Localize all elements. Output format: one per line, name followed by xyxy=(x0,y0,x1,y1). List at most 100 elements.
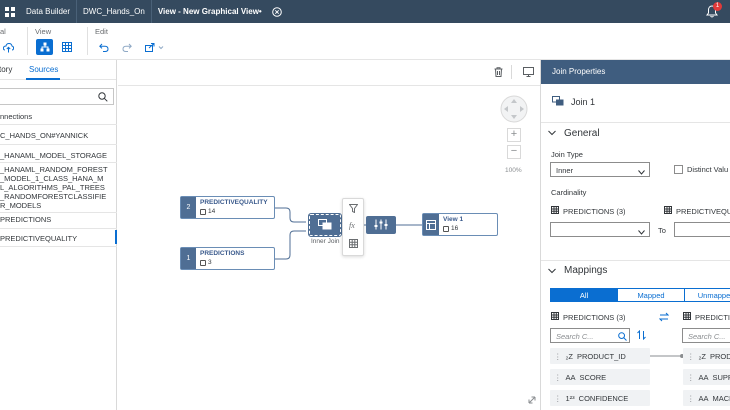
menu-icon[interactable] xyxy=(0,0,20,23)
close-icon[interactable] xyxy=(268,0,286,23)
collapse-mappings-icon[interactable] xyxy=(548,267,556,276)
collapse-general-icon[interactable] xyxy=(548,129,556,138)
tree-table-random-forest-4: _RANDOMFORESTCLASSIFIE xyxy=(0,192,107,201)
tab-sources[interactable]: Sources xyxy=(29,65,59,74)
cardinality-left-select[interactable] xyxy=(550,222,650,237)
breadcrumb-view[interactable]: View - New Graphical View• xyxy=(157,7,262,16)
column-name: MACH xyxy=(712,393,730,403)
right-column-item[interactable]: ⋮AAMACH xyxy=(683,390,730,406)
join-type-select[interactable]: Inner xyxy=(550,162,650,177)
search-icon xyxy=(618,332,627,343)
table-icon xyxy=(551,206,559,216)
drag-handle-icon[interactable]: ⋮ xyxy=(554,393,562,403)
mapping-line[interactable] xyxy=(650,350,686,362)
column-type-icon: ₂Z xyxy=(698,351,707,361)
toolbar-group-view: View xyxy=(35,27,52,36)
zoom-in-button[interactable]: + xyxy=(507,128,521,142)
projection-node[interactable] xyxy=(366,216,396,234)
node-title: PREDICTIONS xyxy=(200,250,245,257)
tab-repository[interactable]: tory xyxy=(0,65,13,74)
cardinality-right-select[interactable] xyxy=(674,222,730,237)
table-icon xyxy=(664,206,672,216)
swap-icon[interactable] xyxy=(658,312,670,324)
pan-control-icon[interactable] xyxy=(500,95,528,125)
node-connectors xyxy=(274,207,422,260)
left-column-search[interactable]: Search C... xyxy=(550,328,630,343)
column-type-icon: ₂Z xyxy=(565,351,574,361)
join-icon xyxy=(552,96,564,108)
breadcrumb-space[interactable]: DWC_Hands_On xyxy=(83,7,145,16)
node-predictivequality[interactable]: 2 PREDICTIVEQUALITY 14 xyxy=(180,196,275,219)
deploy-icon[interactable] xyxy=(0,40,17,56)
share-icon[interactable] xyxy=(143,39,167,55)
right-column-search[interactable]: Search C... xyxy=(682,328,730,343)
drag-handle-icon[interactable]: ⋮ xyxy=(687,372,695,382)
source-search-input[interactable] xyxy=(0,88,114,105)
zoom-out-button[interactable]: − xyxy=(507,145,521,159)
segment-unmapped[interactable]: Unmappe xyxy=(684,288,730,302)
calculated-column-icon[interactable]: fx xyxy=(349,221,355,230)
column-type-icon: AA xyxy=(698,393,709,403)
node-output-view[interactable]: View 1 16 xyxy=(422,213,498,236)
delete-icon[interactable] xyxy=(494,67,503,79)
tree-schema[interactable]: C_HANDS_ON#YANNICK xyxy=(0,131,89,140)
canvas-toolbar xyxy=(118,60,540,86)
node-row-count: 16 xyxy=(451,225,459,232)
column-name: SUPPL xyxy=(712,372,730,382)
join-label: Inner Join xyxy=(311,238,340,245)
node-row-count: 3 xyxy=(208,259,212,266)
filter-icon[interactable] xyxy=(348,204,359,215)
table-icon xyxy=(200,259,206,266)
column-name: SCORE xyxy=(579,372,607,382)
node-context-pad: fx xyxy=(342,198,364,256)
right-column-item[interactable]: ⋮AASUPPL xyxy=(683,369,730,385)
tree-table-predictions[interactable]: PREDICTIONS xyxy=(0,215,52,224)
distinct-values-checkbox[interactable] xyxy=(674,165,683,174)
node-index: 2 xyxy=(181,197,196,218)
mapping-left-table: PREDICTIONS (3) xyxy=(563,313,626,322)
toolbar: al View Edit xyxy=(0,23,730,60)
node-predictions[interactable]: 1 PREDICTIONS 3 xyxy=(180,247,275,270)
segment-mapped[interactable]: Mapped xyxy=(617,288,685,302)
drag-handle-icon[interactable]: ⋮ xyxy=(554,372,562,382)
tree-connections[interactable]: nnections xyxy=(0,112,33,121)
tree-table-model-storage[interactable]: _HANAML_MODEL_STORAGE xyxy=(0,151,107,160)
drag-handle-icon[interactable]: ⋮ xyxy=(687,393,695,403)
resize-icon[interactable] xyxy=(528,396,536,406)
redo-icon[interactable] xyxy=(118,39,135,55)
join-node[interactable] xyxy=(308,213,342,237)
table-icon xyxy=(551,312,559,322)
column-name: CONFIDENCE xyxy=(578,393,629,403)
table-view-icon[interactable] xyxy=(58,39,75,55)
drag-handle-icon[interactable]: ⋮ xyxy=(554,351,562,361)
table-icon xyxy=(443,225,449,232)
breadcrumb-data-builder[interactable]: Data Builder xyxy=(26,7,71,16)
tree-table-predictivequality[interactable]: PREDICTIVEQUALITY xyxy=(0,234,78,243)
sort-icon[interactable] xyxy=(637,329,646,342)
segment-all[interactable]: All xyxy=(550,288,618,302)
toolbar-group-general: al xyxy=(0,27,6,36)
table-icon xyxy=(200,208,206,215)
cardinality-left-source: PREDICTIONS (3) xyxy=(563,207,626,216)
column-type-icon: 1²³ xyxy=(565,393,575,403)
join-type-label: Join Type xyxy=(551,150,583,159)
preview-icon[interactable] xyxy=(523,67,534,79)
column-type-icon: AA xyxy=(565,372,576,382)
undo-icon[interactable] xyxy=(95,39,112,55)
join-icon xyxy=(318,218,332,232)
chevron-down-icon xyxy=(638,168,645,177)
drag-handle-icon[interactable]: ⋮ xyxy=(687,351,695,361)
search-icon[interactable] xyxy=(98,92,108,104)
section-mappings-title: Mappings xyxy=(564,265,608,276)
diagram-view-icon[interactable] xyxy=(36,39,53,55)
mapping-right-table: PREDICTI xyxy=(695,313,730,322)
panel-title: Join Properties xyxy=(541,60,730,84)
tree-table-random-forest-1[interactable]: _HANAML_RANDOM_FOREST xyxy=(0,165,108,174)
columns-icon[interactable] xyxy=(349,239,358,250)
section-general-title: General xyxy=(564,128,600,139)
column-name: PRODUCT_ID xyxy=(577,351,626,361)
